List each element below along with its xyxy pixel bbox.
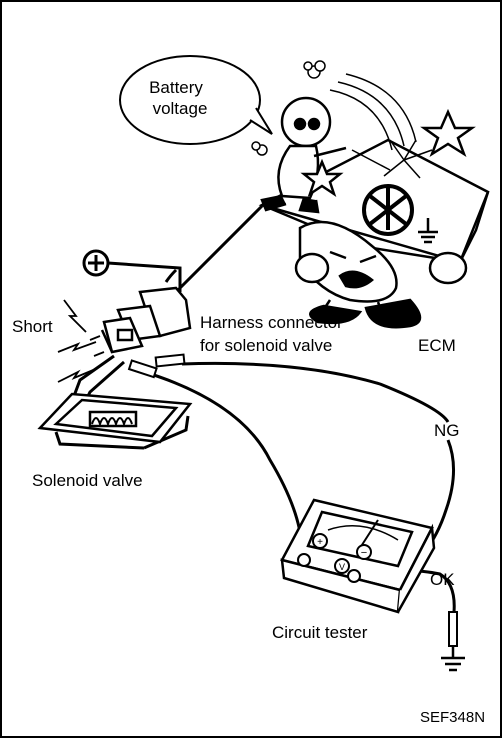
ng-label: NG: [434, 421, 460, 440]
probe-tips: [127, 353, 458, 647]
ok-ground-symbol: [441, 646, 465, 672]
short-lightning: [57, 299, 105, 383]
solenoid-label: Solenoid valve: [32, 471, 143, 490]
tester-minus-symbol: −: [361, 547, 367, 559]
puff-clouds: [251, 60, 326, 156]
speech-text-line2: voltage: [153, 99, 208, 118]
ok-label: OK: [430, 570, 455, 589]
tester-label: Circuit tester: [272, 623, 368, 642]
spark-burst: [383, 139, 433, 179]
circuit-tester: [280, 498, 436, 614]
speech-bubble: Battery voltage: [119, 55, 273, 145]
technician-figure: [260, 96, 347, 214]
battery-plus-symbol: [82, 249, 110, 277]
tester-plus-symbol: +: [317, 537, 323, 548]
ecm-label: ECM: [418, 336, 456, 355]
spark-stars: [300, 108, 476, 198]
harness-label-line2: for solenoid valve: [200, 336, 332, 355]
harness-label-line1: Harness connector: [200, 313, 343, 332]
tester-terminals: [297, 533, 372, 583]
ecm-terminal-wheel: [362, 184, 414, 236]
effect-lines: [329, 73, 417, 171]
figure-code: SEF348N: [420, 709, 485, 726]
tester-volt-symbol: V: [339, 562, 345, 572]
solenoid-valve: [37, 392, 193, 444]
short-label: Short: [12, 317, 53, 336]
ecm-ground-symbol: [418, 218, 438, 244]
harness-connector: [100, 286, 192, 354]
speech-text-line1: Battery: [149, 78, 203, 97]
ecm-face: [294, 220, 468, 329]
